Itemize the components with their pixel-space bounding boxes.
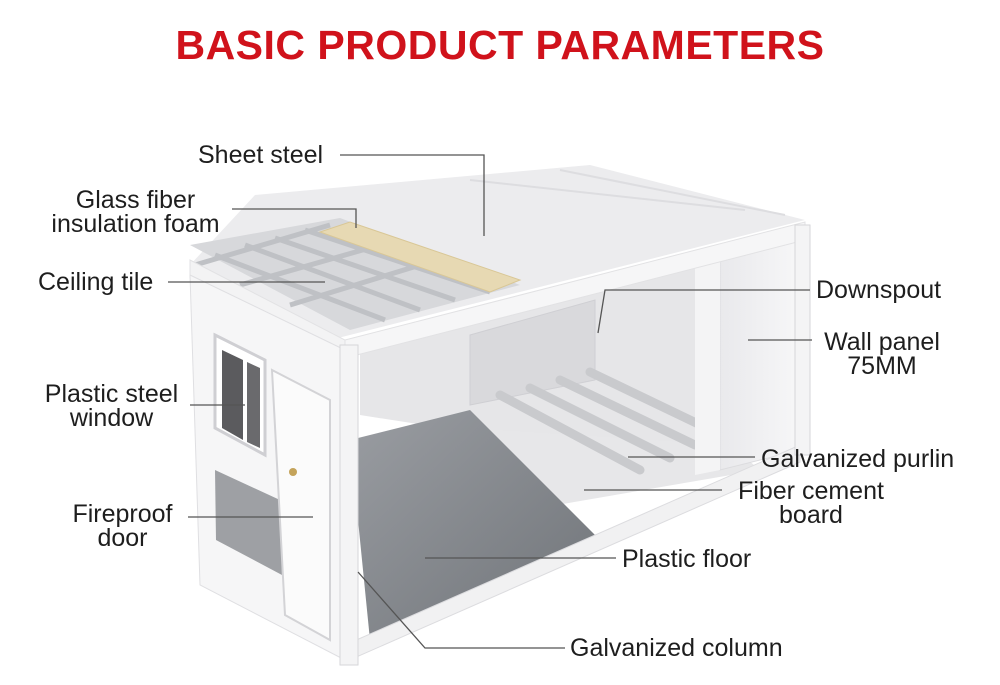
label-galvanized-purlin: Galvanized purlin — [761, 447, 954, 471]
label-fireproof-door: Fireproof door — [60, 502, 185, 550]
label-window-line1: Plastic steel — [34, 382, 189, 406]
label-sheet-steel: Sheet steel — [198, 143, 323, 167]
label-galvanized-column: Galvanized column — [570, 636, 783, 660]
label-downspout: Downspout — [816, 278, 941, 302]
front-corner-column — [340, 345, 358, 665]
label-ceiling-tile: Ceiling tile — [38, 270, 153, 294]
label-plastic-floor: Plastic floor — [622, 547, 751, 571]
label-door-line1: Fireproof — [60, 502, 185, 526]
wall-panel-right — [720, 235, 800, 470]
label-fiber-cement-line2: board — [725, 503, 897, 527]
label-wall-panel-line1: Wall panel — [812, 330, 952, 354]
label-door-line2: door — [60, 526, 185, 550]
label-glass-fiber-line2: insulation foam — [38, 212, 233, 236]
label-glass-fiber-line1: Glass fiber — [38, 188, 233, 212]
label-wall-panel-line2: 75MM — [812, 354, 952, 378]
label-glass-fiber: Glass fiber insulation foam — [38, 188, 233, 236]
label-window-line2: window — [34, 406, 189, 430]
label-fiber-cement-line1: Fiber cement — [725, 479, 897, 503]
label-fiber-cement-board: Fiber cement board — [725, 479, 897, 527]
label-plastic-steel-window: Plastic steel window — [34, 382, 189, 430]
label-wall-panel: Wall panel 75MM — [812, 330, 952, 378]
